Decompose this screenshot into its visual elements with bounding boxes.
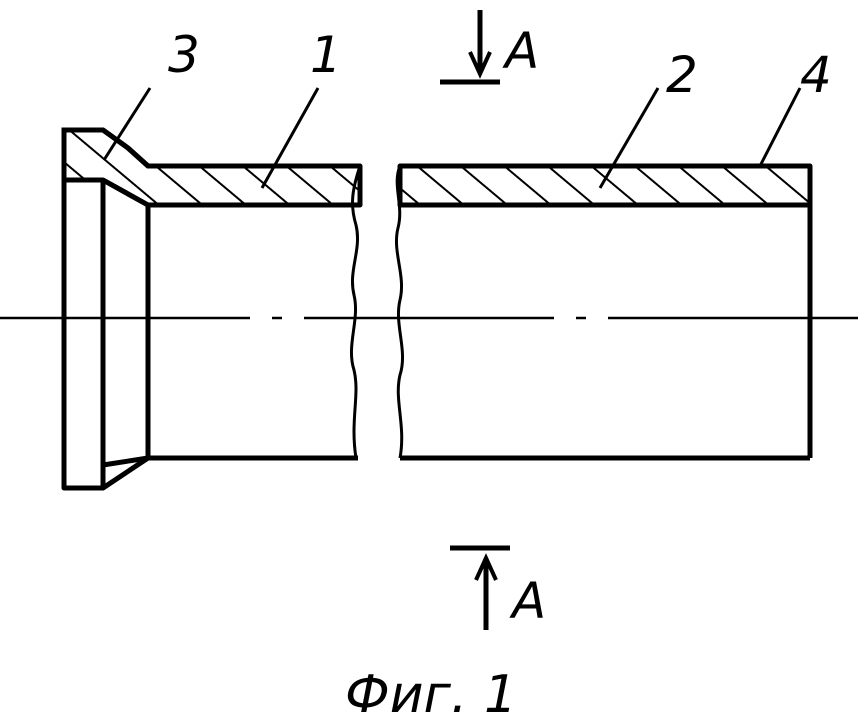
section-label-top: A	[502, 22, 539, 80]
callout-3: 3	[168, 26, 200, 84]
callout-2: 2	[666, 46, 698, 104]
callout-1: 1	[310, 26, 342, 84]
section-marker-bottom	[450, 548, 510, 630]
callout-4: 4	[800, 46, 832, 104]
section-marker-top	[440, 10, 500, 82]
left-wall-section	[64, 130, 360, 205]
section-label-bottom: A	[509, 572, 546, 630]
leader-4	[760, 88, 800, 166]
break-line-left	[351, 166, 360, 458]
flange-cone	[103, 180, 148, 465]
figure-caption: Фиг. 1	[345, 665, 517, 725]
right-tube-part	[400, 166, 810, 458]
break-line-right	[396, 166, 402, 458]
right-wall-section	[400, 166, 810, 205]
